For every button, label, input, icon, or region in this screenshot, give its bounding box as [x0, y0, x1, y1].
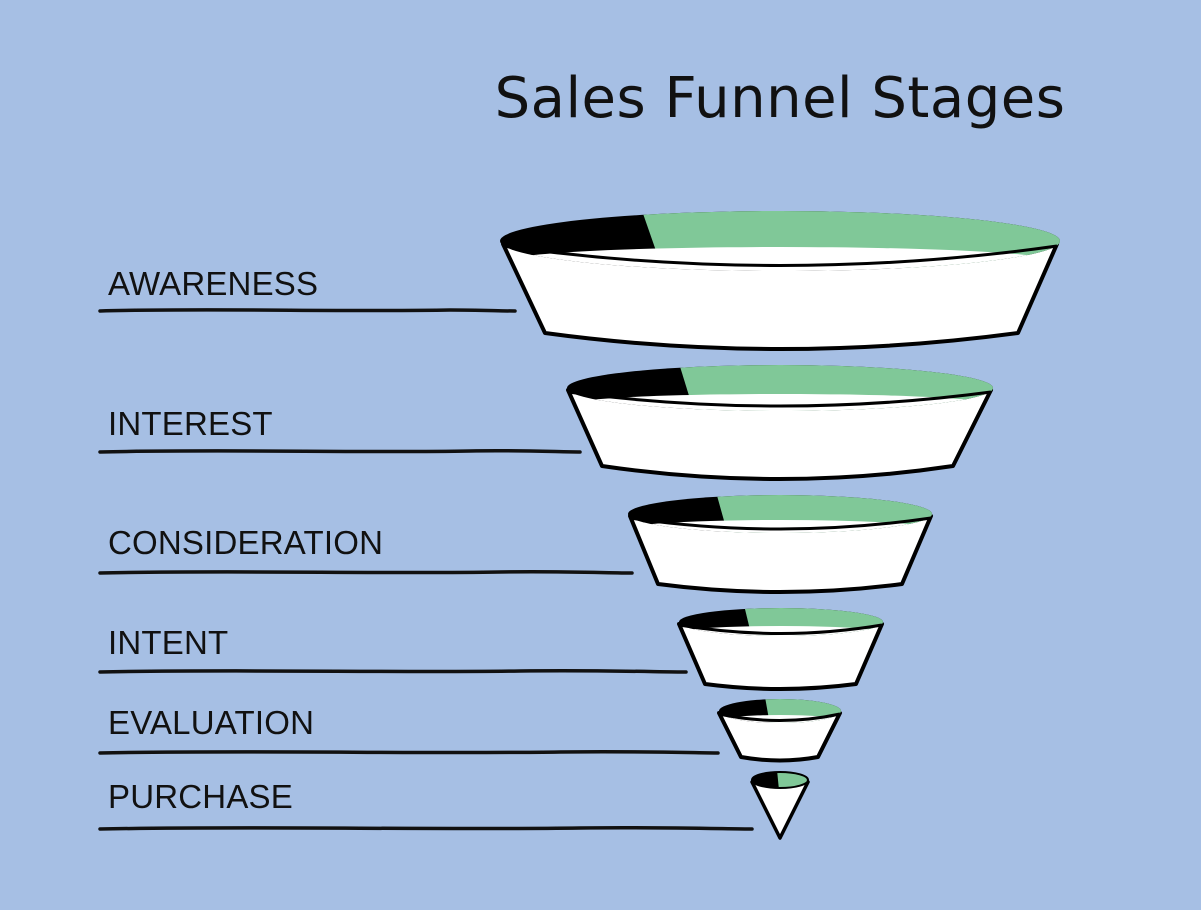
underline-awareness — [98, 308, 517, 313]
stage-label-evaluation: EVALUATION — [108, 704, 315, 741]
underline-intent — [98, 668, 688, 674]
stage-label-interest: INTEREST — [108, 405, 273, 442]
diagram-title: Sales Funnel Stages — [494, 66, 1066, 131]
stage-label-purchase: PURCHASE — [108, 778, 293, 815]
underline-interest — [98, 448, 582, 454]
underlines — [98, 308, 754, 831]
funnel-segment-interest — [566, 365, 993, 481]
stage-label-consideration: CONSIDERATION — [108, 524, 384, 561]
underline-evaluation — [98, 749, 720, 755]
stage-label-awareness: AWARENESS — [108, 265, 319, 302]
stage-label-intent: INTENT — [108, 624, 229, 661]
funnel-segment-awareness — [500, 211, 1060, 351]
funnel-segment-evaluation — [717, 699, 842, 763]
funnel-segment-purchase — [750, 771, 810, 840]
funnel-segment-intent — [677, 608, 884, 691]
underline-consideration — [98, 569, 634, 575]
underline-purchase — [98, 825, 754, 831]
funnel-segment-consideration — [628, 495, 933, 594]
